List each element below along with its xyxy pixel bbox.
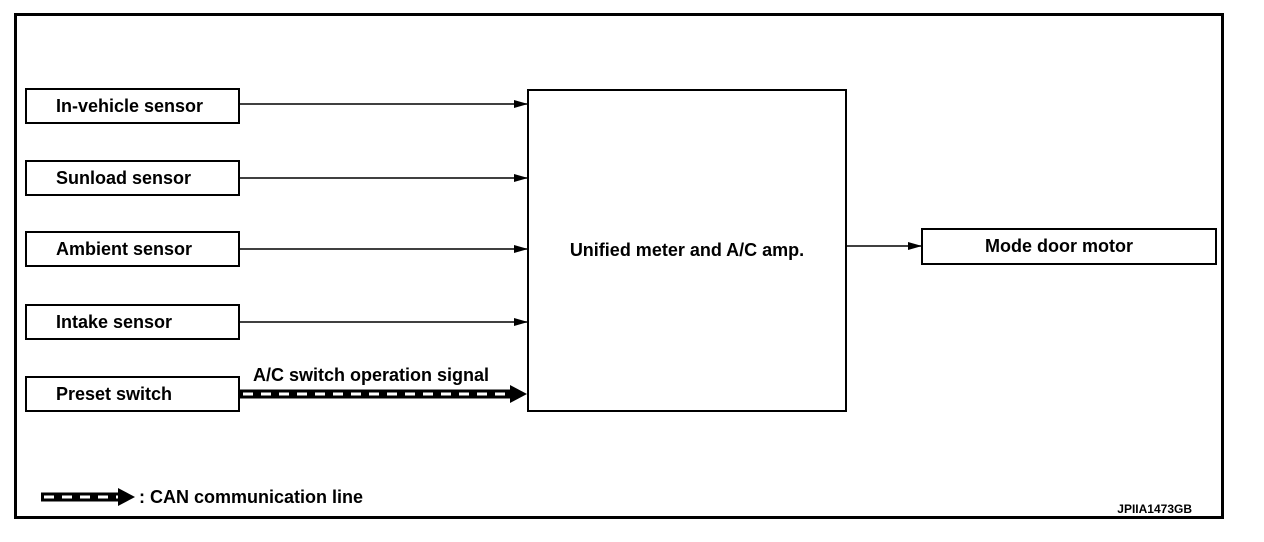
in-vehicle-sensor-box: In-vehicle sensor: [25, 88, 240, 124]
intake-sensor-label: Intake sensor: [56, 311, 173, 332]
ambient-sensor-label: Ambient sensor: [56, 238, 193, 259]
legend-can-line-icon: [41, 488, 135, 506]
intake-sensor-box: Intake sensor: [25, 304, 240, 340]
preset-switch-box: Preset switch: [25, 376, 240, 412]
diagram-frame: [14, 13, 1224, 519]
sunload-sensor-label: Sunload sensor: [56, 167, 192, 188]
can-line-preset-switch: [240, 385, 527, 403]
ambient-sensor-box: Ambient sensor: [25, 231, 240, 267]
legend-text: : CAN communication line: [139, 487, 364, 507]
ac-switch-signal-label: A/C switch operation signal: [253, 365, 490, 385]
figure-code: JPIIA1473GB: [1117, 502, 1192, 516]
in-vehicle-sensor-label: In-vehicle sensor: [56, 95, 204, 116]
unified-meter-ac-amp-label: Unified meter and A/C amp.: [569, 240, 805, 260]
sunload-sensor-box: Sunload sensor: [25, 160, 240, 196]
unified-meter-ac-amp-box: Unified meter and A/C amp.: [527, 89, 847, 412]
mode-door-motor-label: Mode door motor: [985, 236, 1133, 256]
preset-switch-label: Preset switch: [56, 383, 173, 404]
mode-door-motor-box: Mode door motor: [921, 228, 1217, 265]
